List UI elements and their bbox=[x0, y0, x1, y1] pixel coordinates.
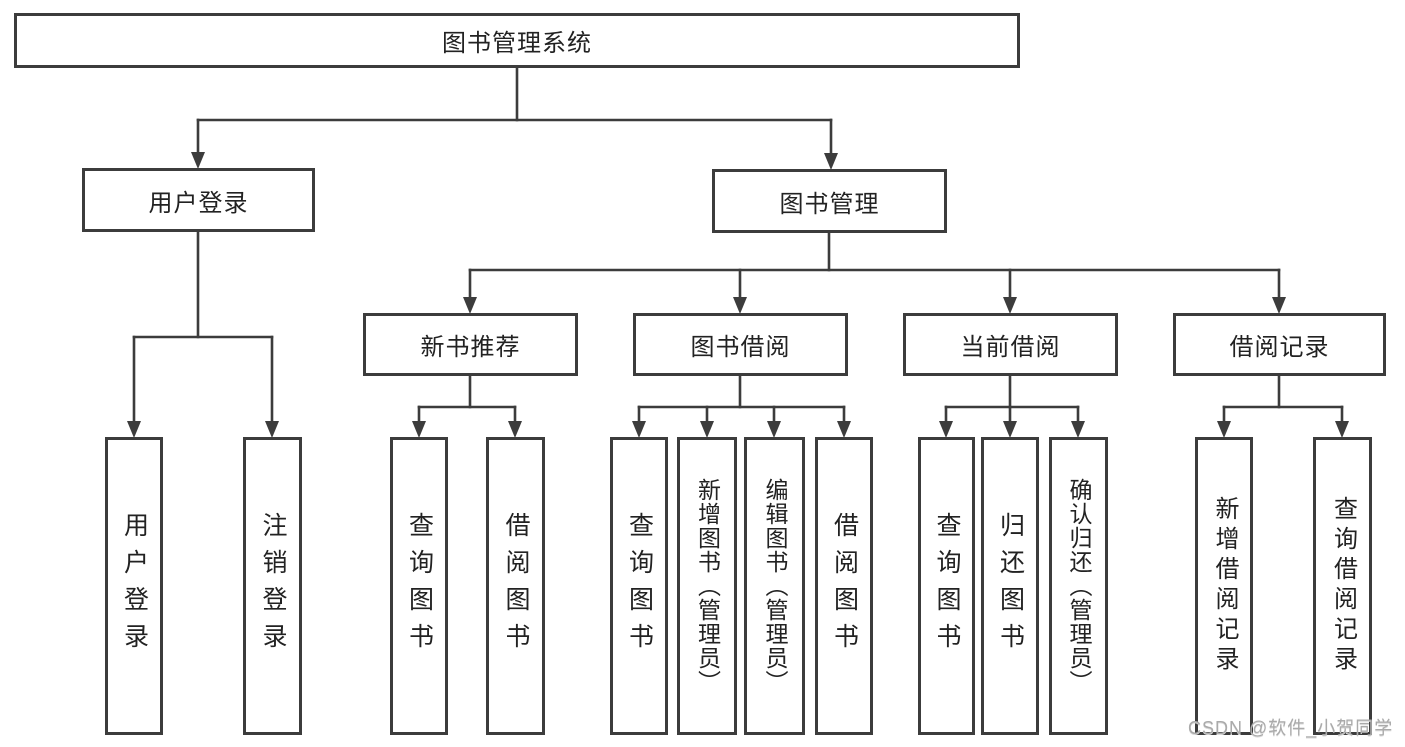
leaf-add-books-admin-label: 新增图书（管理员） bbox=[694, 478, 721, 694]
leaf-query-books-3: 查询图书 bbox=[918, 437, 975, 735]
leaf-query-books-2: 查询图书 bbox=[610, 437, 668, 735]
leaf-borrow-books-2: 借阅图书 bbox=[815, 437, 873, 735]
arrowheads bbox=[127, 152, 1349, 438]
node-root-label: 图书管理系统 bbox=[442, 30, 592, 57]
leaf-logout-label: 注销登录 bbox=[259, 512, 287, 660]
node-book-management: 图书管理 bbox=[712, 169, 947, 233]
leaf-borrow-books-1: 借阅图书 bbox=[486, 437, 545, 735]
leaf-borrow-books-2-label: 借阅图书 bbox=[830, 512, 859, 660]
csdn-watermark: CSDN @软件_小贺同学 bbox=[1188, 718, 1394, 738]
leaf-query-borrow-record-label: 查询借阅记录 bbox=[1329, 496, 1357, 676]
node-new-book-recommend: 新书推荐 bbox=[363, 313, 578, 376]
leaf-query-books-1-label: 查询图书 bbox=[405, 512, 434, 660]
leaf-borrow-books-1-label: 借阅图书 bbox=[502, 512, 530, 660]
leaf-return-books: 归还图书 bbox=[981, 437, 1039, 735]
node-current-borrowing-label: 当前借阅 bbox=[960, 334, 1061, 361]
node-book-management-label: 图书管理 bbox=[779, 190, 880, 218]
node-borrowing-records: 借阅记录 bbox=[1173, 313, 1386, 376]
node-user-login-label: 用户登录 bbox=[148, 189, 249, 217]
node-new-book-recommend-label: 新书推荐 bbox=[420, 334, 521, 361]
leaf-confirm-return-admin-label: 确认归还（管理员） bbox=[1066, 478, 1092, 694]
node-user-login: 用户登录 bbox=[82, 168, 315, 232]
leaf-query-books-2-label: 查询图书 bbox=[625, 512, 654, 660]
leaf-user-login-label: 用户登录 bbox=[120, 512, 149, 660]
node-current-borrowing: 当前借阅 bbox=[903, 313, 1118, 376]
leaf-confirm-return-admin: 确认归还（管理员） bbox=[1049, 437, 1108, 735]
node-borrowing-records-label: 借阅记录 bbox=[1229, 334, 1330, 361]
leaf-logout: 注销登录 bbox=[243, 437, 302, 735]
leaf-query-books-1: 查询图书 bbox=[390, 437, 448, 735]
leaf-query-books-3-label: 查询图书 bbox=[933, 512, 961, 660]
node-book-borrowing: 图书借阅 bbox=[633, 313, 848, 376]
node-book-borrowing-label: 图书借阅 bbox=[690, 334, 791, 361]
leaf-return-books-label: 归还图书 bbox=[996, 512, 1025, 660]
leaf-add-borrow-record-label: 新增借阅记录 bbox=[1211, 496, 1238, 676]
leaf-query-borrow-record: 查询借阅记录 bbox=[1313, 437, 1372, 735]
leaf-add-books-admin: 新增图书（管理员） bbox=[677, 437, 737, 735]
leaf-user-login: 用户登录 bbox=[105, 437, 163, 735]
leaf-edit-books-admin-label: 编辑图书（管理员） bbox=[762, 478, 788, 694]
node-root: 图书管理系统 bbox=[14, 13, 1020, 68]
leaf-add-borrow-record: 新增借阅记录 bbox=[1195, 437, 1253, 735]
leaf-edit-books-admin: 编辑图书（管理员） bbox=[744, 437, 805, 735]
